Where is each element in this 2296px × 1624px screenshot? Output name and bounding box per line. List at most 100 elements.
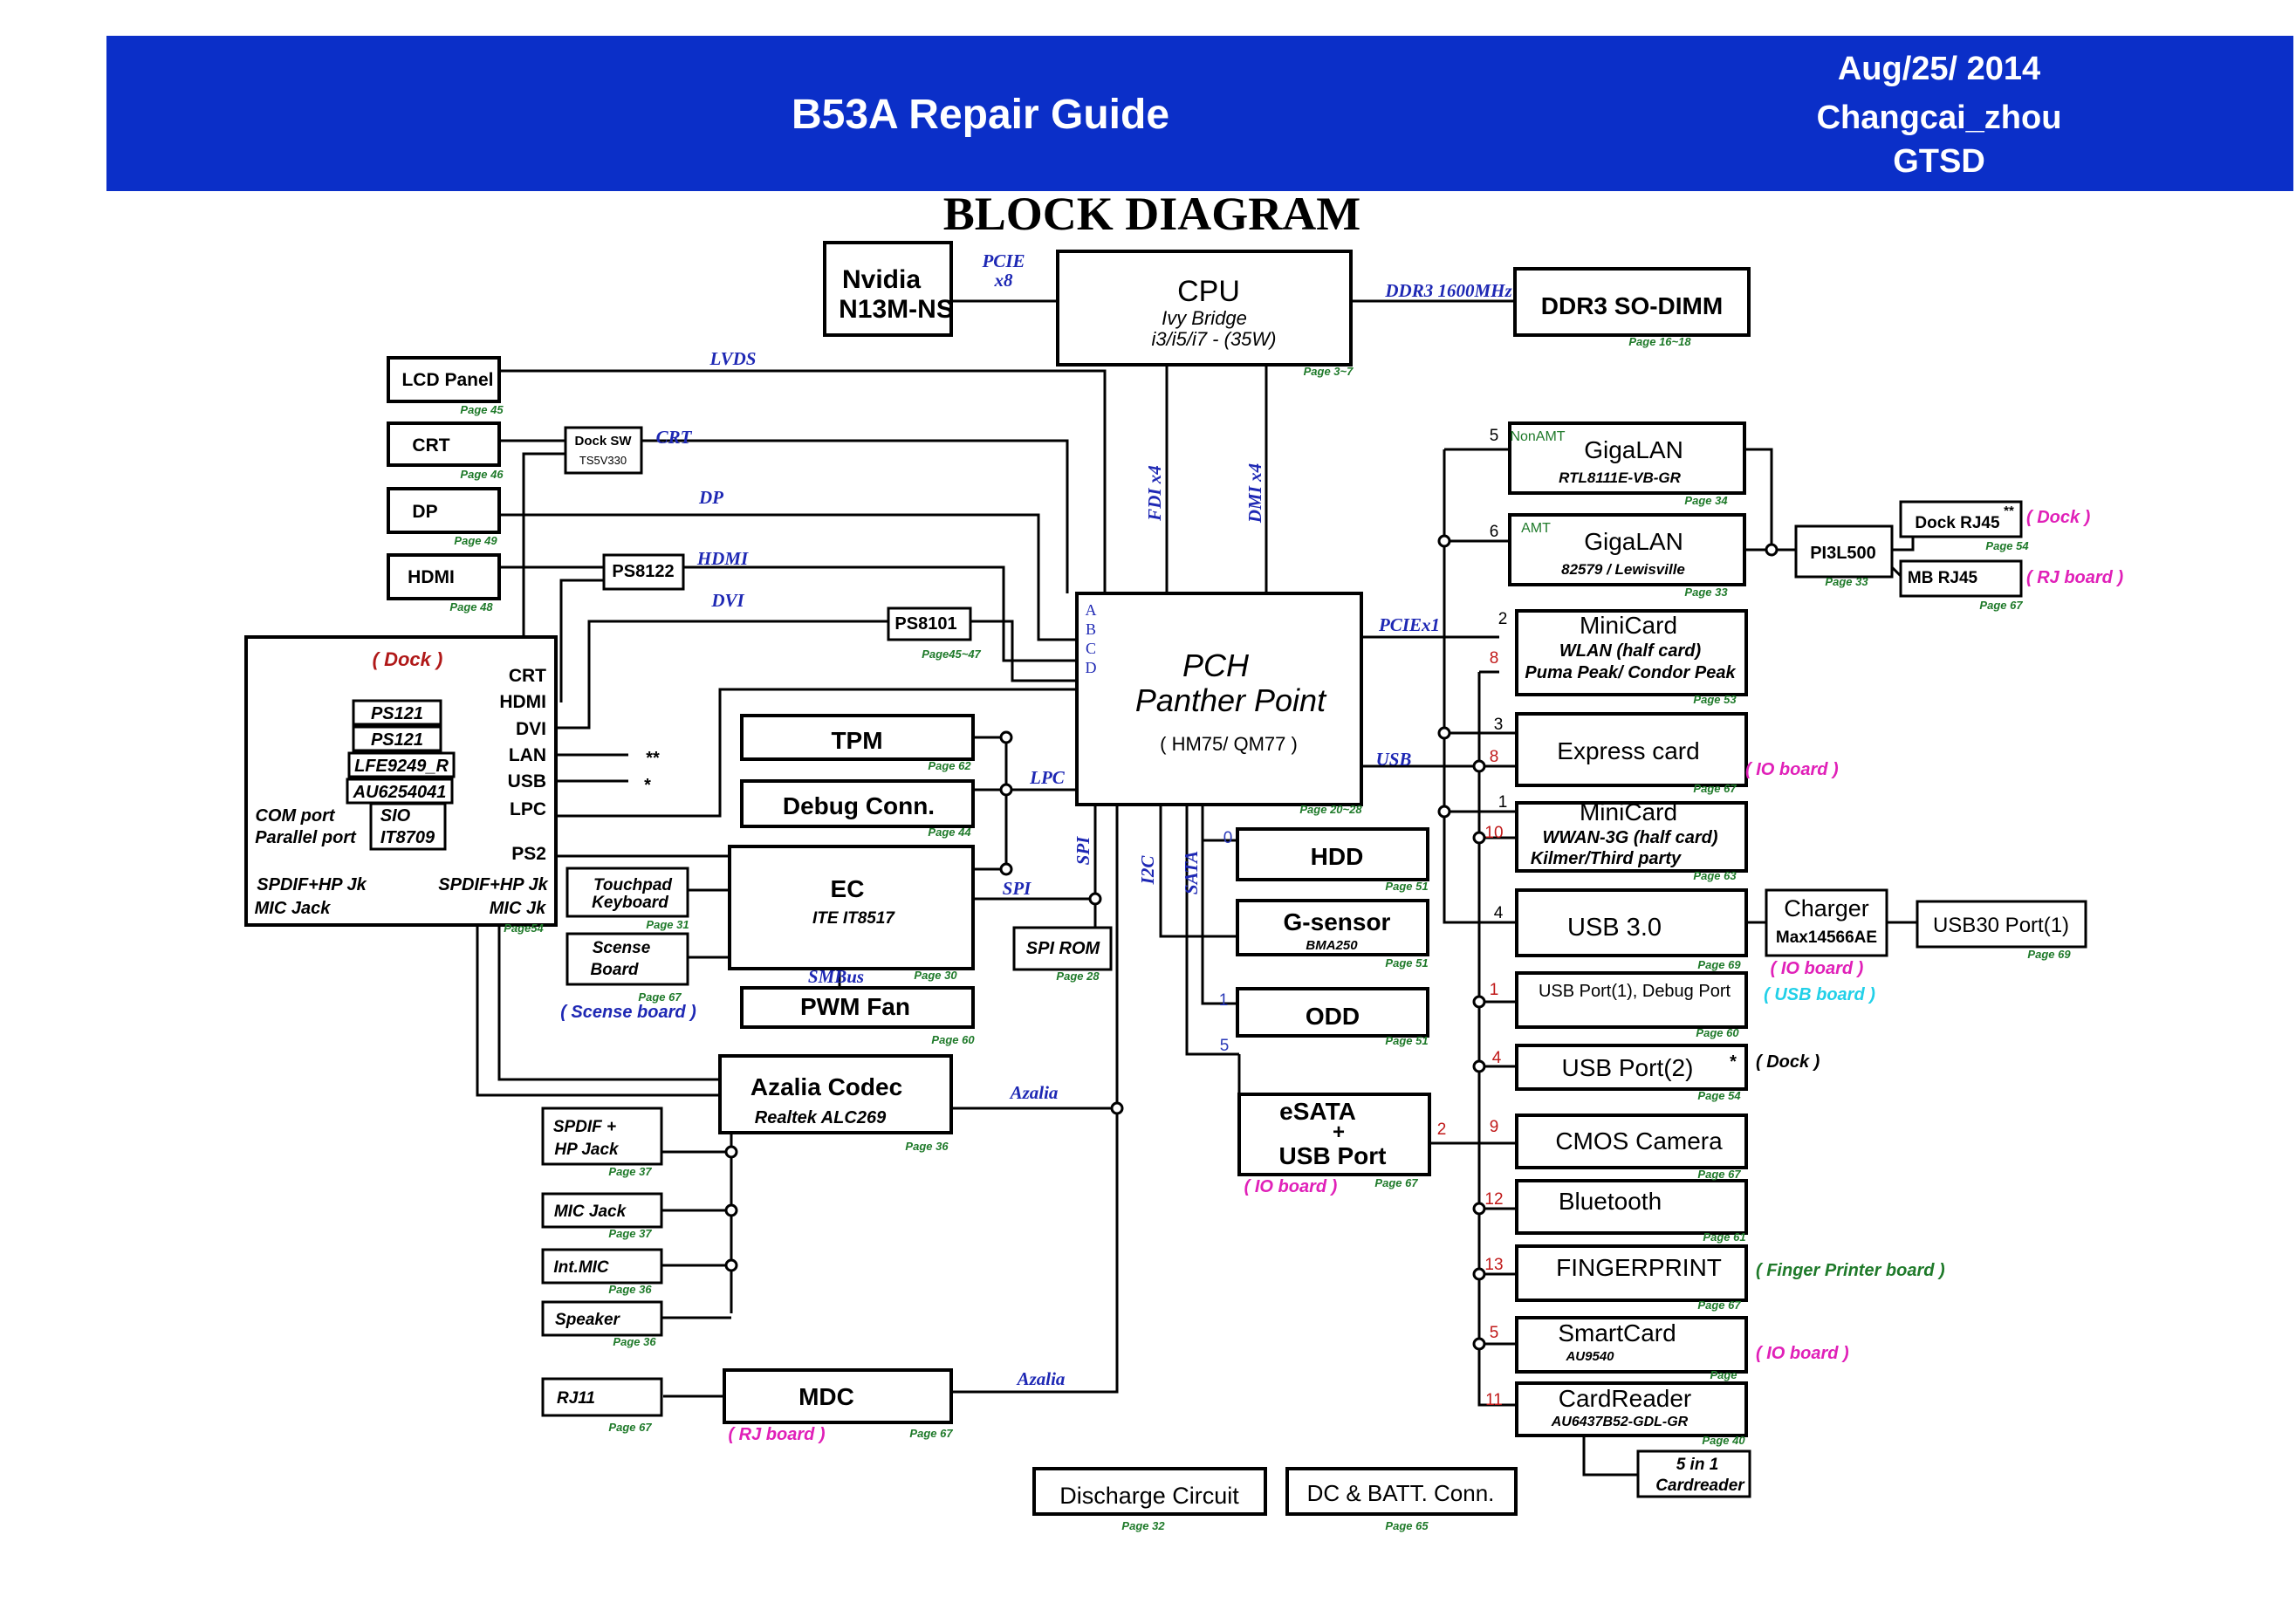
gigalan-1-chip: RTL8111E-VB-GR [1559,469,1682,486]
cardreader-box [1515,1381,1748,1437]
odd-title: ODD [1306,1003,1360,1030]
nvidia-gpu-box [823,241,953,337]
dvi-wire [970,620,1077,682]
gigalan-1-title: GigaLAN [1584,436,1683,463]
wire [1582,1436,1638,1477]
i2c-wire [1159,805,1237,938]
junction-dot [724,1145,738,1159]
touchpad-box [565,867,689,918]
bus-pcie-x8: PCIE [981,250,1025,271]
page-ref: Page 40 [1702,1434,1745,1447]
page-ref: Page 69 [1697,958,1741,971]
bus-spi-ec: SPI [1003,878,1032,899]
dock-row-label: CRT [509,666,546,686]
page-ref: Page 49 [454,534,497,547]
pch-port-letter: A [1086,601,1097,619]
nvidia-label: Nvidia [842,265,921,294]
page-ref: Page 54 [1985,539,2029,552]
page-ref: Page 67 [1693,782,1737,795]
minicard-wlan-type: WLAN (half card) [1559,641,1702,661]
hdd-title: HDD [1311,843,1364,870]
dock-chip-label: PS121 [371,704,423,723]
junction-dot [1437,534,1451,548]
page-ref: Page45~47 [922,648,981,661]
dock-spdif-left: SPDIF+HP Jk [257,875,367,894]
board-note: ( RJ board ) [728,1425,825,1444]
page-ref: Page 51 [1385,956,1428,970]
charger-box [1765,888,1888,957]
page-ref: Page [1710,1368,1737,1381]
page-ref: Page 16~18 [1628,335,1691,348]
dock-spdif-right: SPDIF+HP Jk [438,875,548,894]
hdmi-box [387,553,501,600]
spi-rom-box [1012,926,1113,971]
bus-azalia-codec: Azalia [1009,1082,1059,1103]
wire [973,897,1097,928]
page-ref: Page 31 [646,918,689,931]
page-ref: Page 20~28 [1299,803,1362,816]
bus-spi: SPI [1073,836,1093,866]
wire [559,579,604,702]
header-author: Changcai_zhou [1816,99,2062,136]
ec-box [728,845,975,970]
wire [1477,672,1517,1407]
usb-port2-box [1515,1044,1748,1091]
dock-switch-label: Dock SW [574,434,632,449]
esata-plus: + [1333,1120,1345,1144]
g-sensor-chip: BMA250 [1306,938,1358,953]
page-ref: Page 44 [928,826,971,839]
pch-sku: ( HM75/ QM77 ) [1160,733,1298,755]
ec-chip: ITE IT8517 [812,909,895,928]
ps8122-box [602,553,685,591]
dock-chip-label: LFE9249_R [354,757,449,776]
express-card-box [1515,712,1748,787]
usb-port2-title: USB Port(2) [1562,1054,1694,1081]
azalia-codec-chip: Realtek ALC269 [755,1108,887,1127]
usb-note-mark: * [644,776,651,795]
sio-label: SIO [380,806,411,826]
azalia-codec-box [718,1054,953,1134]
bus-azalia-mdc: Azalia [1016,1368,1066,1389]
bus-dp: DP [698,487,723,508]
touchpad-label: Touchpad [593,876,672,894]
cmos-camera-box [1515,1114,1748,1169]
azalia-mdc-wire [951,805,1119,1394]
dp-wire [499,513,1077,641]
usb-port2-mark: * [1730,1052,1737,1072]
board-note: ( IO board ) [1244,1177,1338,1196]
pch-codename: Panther Point [1135,682,1327,718]
dock-switch-box [564,426,643,475]
board-note: ( IO board ) [1771,959,1864,978]
dock-mic-right: MIC Jk [490,899,546,918]
page-ref: Page 69 [2027,948,2071,961]
ps8122-title: PS8122 [612,562,674,581]
five-in-one-label: 5 in 1 [1676,1456,1719,1474]
page-ref: Page 67 [1697,1168,1741,1181]
crt-wire [641,439,1069,593]
port-number: 5 [1490,427,1499,445]
spdif-hpjack-box [541,1107,663,1166]
port-number: 0 [1223,829,1233,847]
cmos-camera-title: CMOS Camera [1555,1127,1723,1155]
dock-chip-label: PS121 [371,730,423,750]
ddr3-title: DDR3 SO-DIMM [1541,292,1723,319]
usb-debug-port-title: USB Port(1), Debug Port [1539,982,1731,1001]
cpu-sku: i3/i5/i7 - (35W) [1151,328,1276,350]
junction-dot [999,862,1013,876]
junction-dot [1472,1337,1486,1351]
page-ref: Page 61 [1703,1230,1745,1244]
bus-lvds: LVDS [709,348,757,369]
smartcard-title: SmartCard [1558,1319,1676,1346]
page-ref: Page 53 [1693,693,1737,706]
minicard-wwan-title: MiniCard [1580,798,1677,826]
usb30-title: USB 3.0 [1567,914,1662,942]
minicard-wwan-box [1515,801,1748,873]
page-ref: Page 67 [608,1421,652,1434]
crt-title: CRT [412,435,449,456]
express-card-title: Express card [1557,737,1699,764]
wire [1744,448,1796,552]
pi3l500-box [1794,524,1894,579]
page-ref: Page 45 [460,403,504,416]
pch-box [1075,592,1363,806]
bus-fdi: FDI x4 [1144,465,1165,522]
